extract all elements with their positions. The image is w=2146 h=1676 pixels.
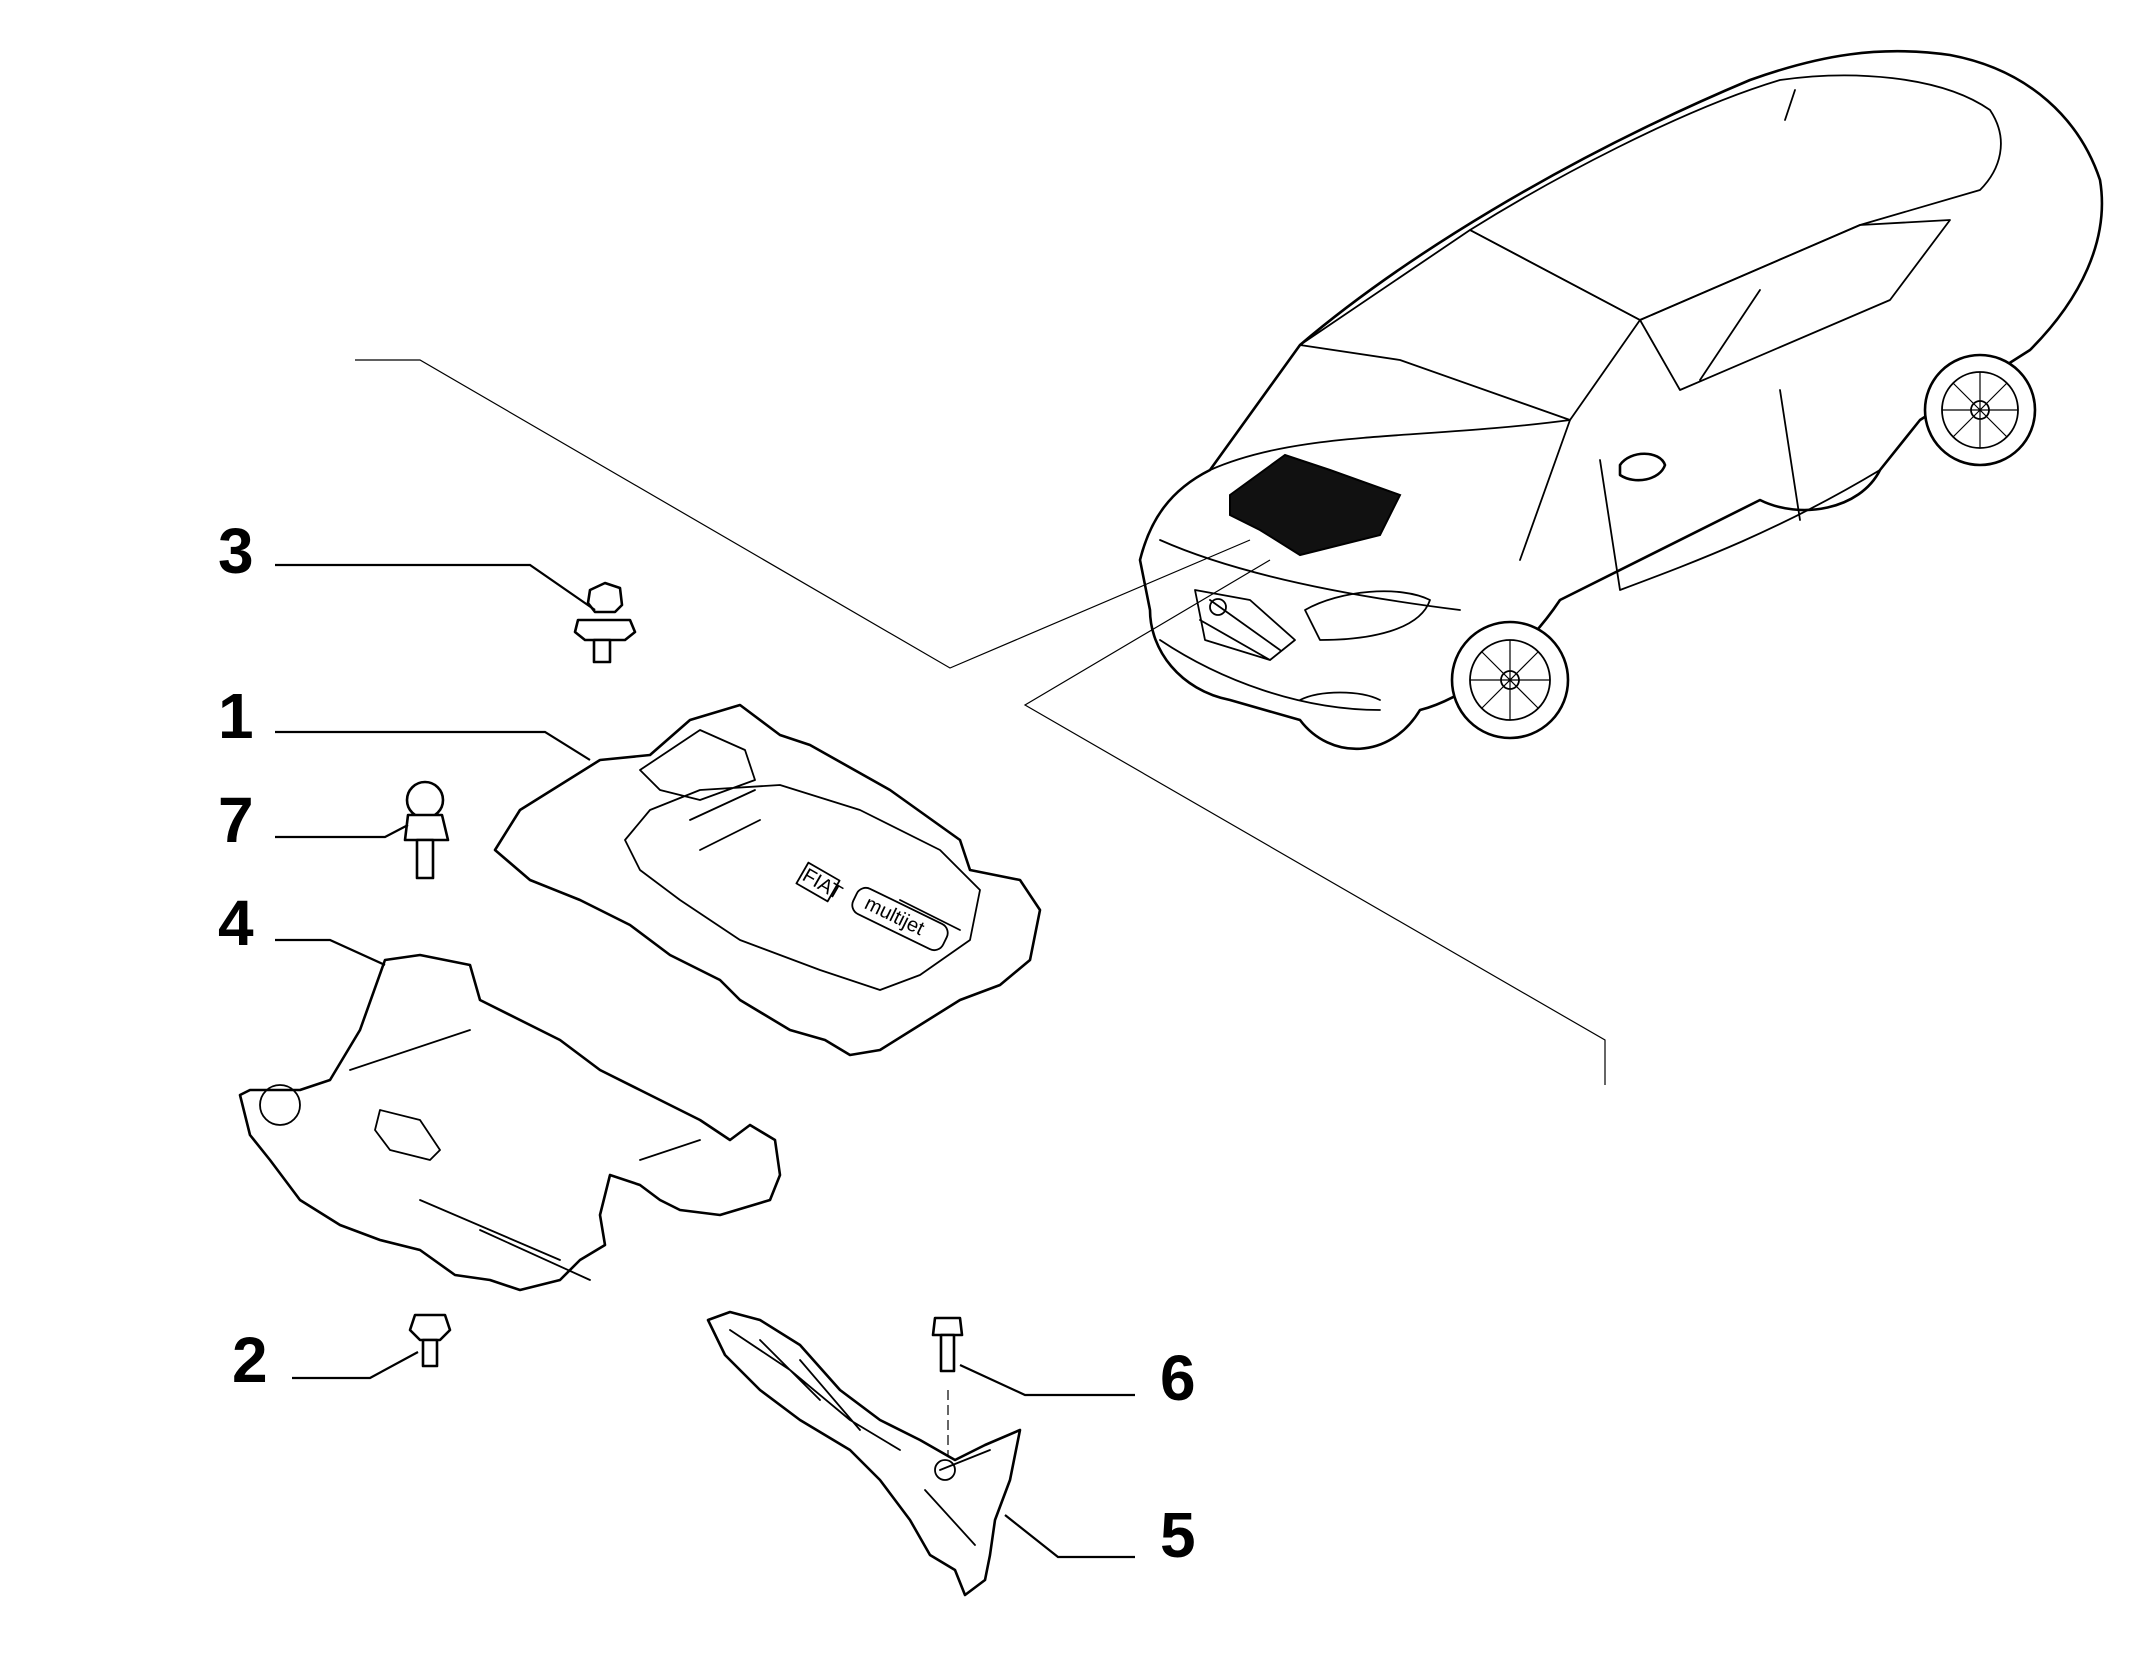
leader-5 xyxy=(1004,1514,1135,1559)
part-2-screw xyxy=(408,1313,452,1368)
car-front-wheel xyxy=(1450,620,1570,740)
car-mirror xyxy=(1618,452,1667,482)
car-doors xyxy=(1599,389,1881,591)
part-5-side-guard xyxy=(706,1310,1022,1597)
part-1-engine-cover: FIAT multijet xyxy=(493,703,1042,1057)
car-grille xyxy=(1194,589,1296,661)
callout-1: 1 xyxy=(218,680,254,752)
car-hood-line xyxy=(1159,419,1571,611)
car-windshield xyxy=(1299,229,1641,421)
part-7-ball-stud xyxy=(403,780,450,880)
car-headlight xyxy=(1304,590,1431,641)
leader-lines xyxy=(275,563,1135,1559)
car-antenna xyxy=(1784,89,1796,121)
part-4-soundproofing-pad xyxy=(238,953,782,1292)
part-3-fastener xyxy=(573,581,637,664)
leader-4 xyxy=(275,938,386,967)
projection-lines xyxy=(355,359,1606,1085)
leader-6 xyxy=(959,1364,1135,1397)
leader-1 xyxy=(275,730,591,761)
callout-3: 3 xyxy=(218,515,254,587)
leader-3 xyxy=(275,563,596,611)
leader-7 xyxy=(275,824,409,839)
car-roof xyxy=(1469,74,2002,321)
car-bumper xyxy=(1159,639,1381,711)
callout-5: 5 xyxy=(1160,1499,1196,1571)
callout-4: 4 xyxy=(218,887,254,959)
part-6-bolt xyxy=(931,1316,964,1460)
car-rear-wheel xyxy=(1923,353,2037,467)
leader-2 xyxy=(292,1351,419,1380)
callout-numbers: 3 1 7 4 2 6 5 xyxy=(218,515,1196,1571)
callout-7: 7 xyxy=(218,784,254,856)
car-side-windows xyxy=(1639,219,1951,391)
callout-6: 6 xyxy=(1160,1342,1196,1414)
car-engine-cover-highlight xyxy=(1229,453,1402,557)
car-illustration xyxy=(1138,49,2104,751)
car-badge xyxy=(1209,598,1227,616)
callout-2: 2 xyxy=(232,1324,268,1396)
